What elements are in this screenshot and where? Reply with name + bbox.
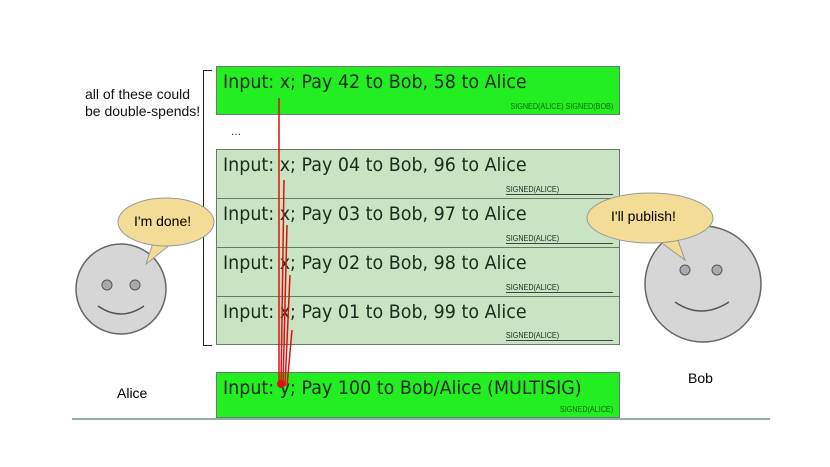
- ellipsis: ...: [231, 124, 242, 138]
- tx-signature: SIGNED(ALICE) SIGNED(BOB): [510, 102, 613, 111]
- tx-text: Input: x; Pay 03 to Bob, 97 to Alice: [223, 203, 527, 225]
- tx-signature: SIGNED(ALICE): [505, 283, 613, 293]
- tx-text: Input: y; Pay 100 to Bob/Alice (MULTISIG…: [223, 377, 582, 399]
- tx-text: Input: x; Pay 02 to Bob, 98 to Alice: [223, 252, 527, 274]
- bob-label: Bob: [688, 370, 713, 386]
- tx-signature: SIGNED(ALICE): [505, 234, 613, 244]
- side-note: all of these could be double-spends!: [85, 86, 201, 119]
- bob-speech-bubble: [586, 192, 714, 262]
- alice-face-icon: [75, 243, 167, 335]
- tx-text: Input: x; Pay 01 to Bob, 99 to Alice: [223, 301, 527, 323]
- tx-signature: SIGNED(ALICE): [505, 331, 613, 341]
- tx-text: Input: x; Pay 04 to Bob, 96 to Alice: [223, 154, 527, 176]
- bob-speech: I'll publish!: [611, 208, 676, 224]
- tx-top: Input: x; Pay 42 to Bob, 58 to Alice SIG…: [216, 66, 620, 115]
- alice-label: Alice: [117, 385, 148, 401]
- tx-text: Input: x; Pay 42 to Bob, 58 to Alice: [223, 71, 527, 93]
- alice-speech-bubble: [117, 197, 215, 266]
- tx-signature: SIGNED(ALICE): [505, 185, 613, 195]
- tx-signature: SIGNED(ALICE): [559, 405, 613, 414]
- alice-speech: I'm done!: [134, 213, 192, 229]
